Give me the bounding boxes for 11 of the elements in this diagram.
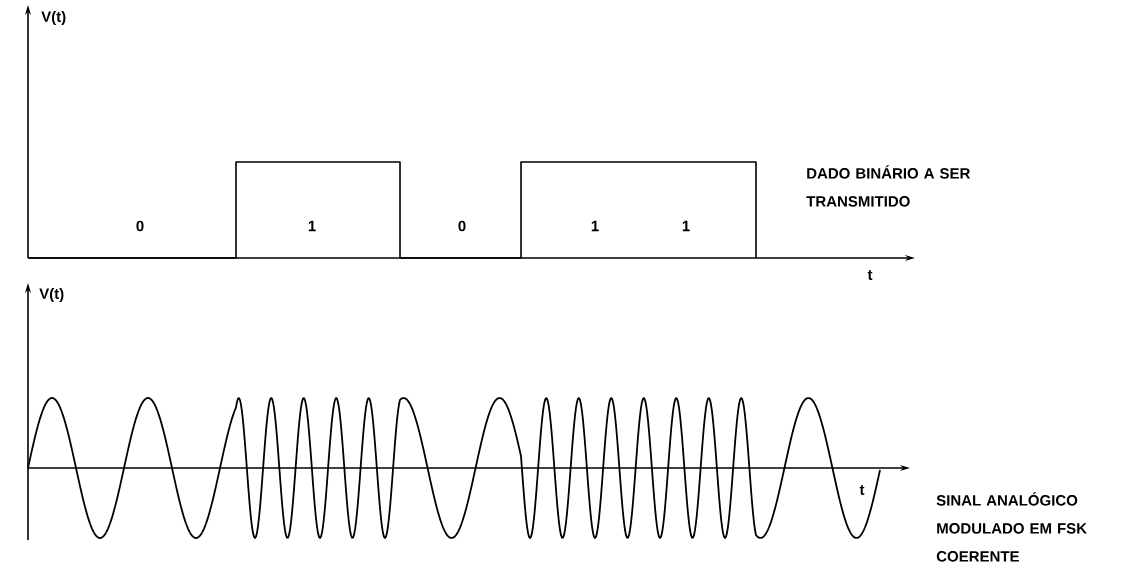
axis-label: t [859,485,865,495]
signal-label: DADO BINÁRIO A SER TRANSMITIDO [806,165,971,207]
axis-label: V(t) [39,288,64,302]
bit-label: 1 [591,220,599,232]
signal-label: SINAL ANALÓGICO MODULADO EM FSK COERENTE [936,492,1087,562]
bit-label: 1 [682,220,690,232]
bit-label: 0 [136,220,144,232]
bit-label: 0 [458,220,466,232]
bit-label: 1 [308,220,316,232]
axis-label: V(t) [41,11,66,25]
axis-label: t [867,270,873,280]
